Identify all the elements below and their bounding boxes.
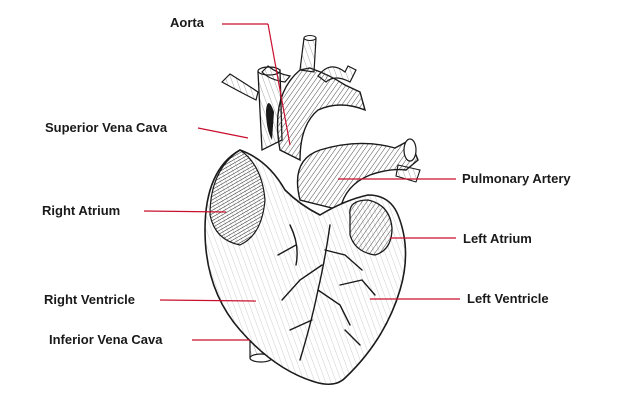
right-ventricle-leader	[159, 299, 257, 302]
right-atrium-region	[209, 149, 266, 246]
label-left-atrium: Left Atrium	[463, 231, 532, 246]
superior-vena-cava-leader	[197, 127, 249, 139]
label-right-ventricle: Right Ventricle	[44, 292, 136, 307]
aorta-leader-drop	[267, 23, 291, 146]
label-aorta: Aorta	[170, 15, 204, 30]
label-pulmonary-artery: Pulmonary Artery	[462, 171, 571, 186]
label-inferior-vena-cava: Inferior Vena Cava	[49, 332, 163, 347]
label-superior-vena-cava: Superior Vena Cava	[45, 120, 168, 135]
coronary-vessels	[277, 224, 376, 361]
label-left-ventricle: Left Ventricle	[467, 291, 549, 306]
label-right-atrium: Right Atrium	[42, 203, 121, 218]
aortic-arch	[221, 35, 367, 162]
pulmonary-artery-vessel	[296, 138, 421, 211]
right-atrium-leader	[143, 210, 227, 213]
left-atrium-region	[349, 199, 393, 256]
leader-lines	[143, 23, 460, 341]
